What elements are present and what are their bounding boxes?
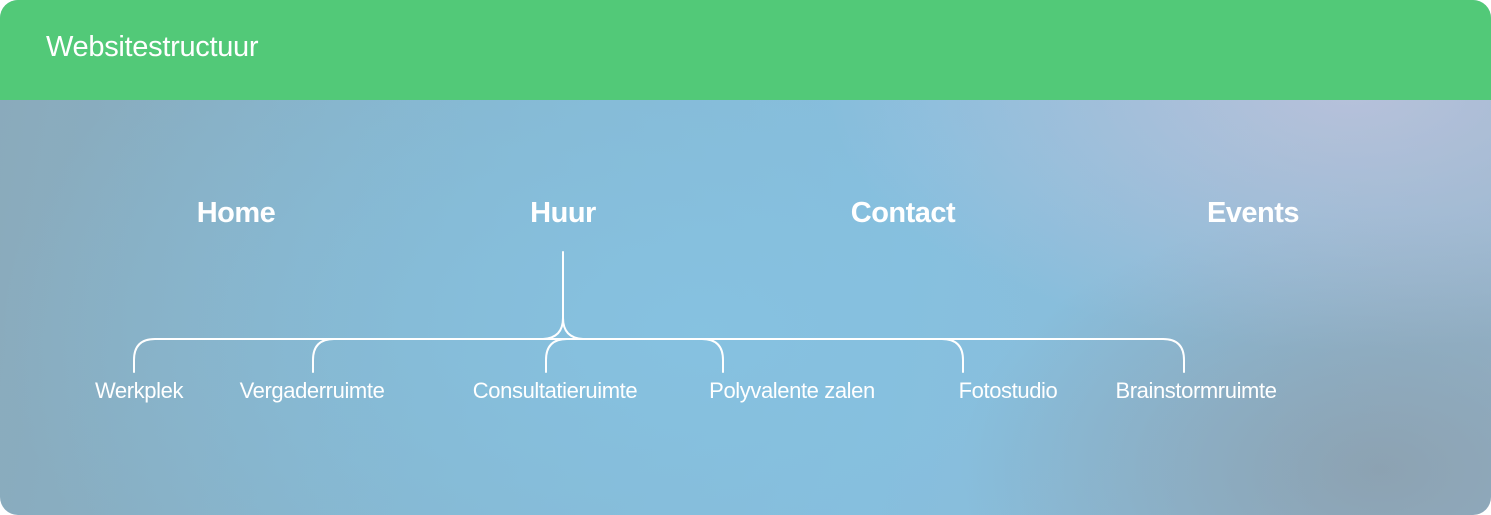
sub-item-fotostudio: Fotostudio xyxy=(958,378,1058,403)
sub-item-consultatieruimte: Consultatieruimte xyxy=(472,378,638,403)
nav-item-events: Events xyxy=(1206,197,1300,229)
connector-vergaderruimte xyxy=(312,338,335,373)
sub-item-vergaderruimte: Vergaderruimte xyxy=(239,378,385,403)
connector-werkplek xyxy=(133,338,156,373)
page-title: Websitestructuur xyxy=(46,31,259,63)
connector-consultatieruimte xyxy=(545,338,568,373)
connector-brainstormruimte xyxy=(1162,338,1185,373)
sub-item-polyvalente-zalen: Polyvalente zalen xyxy=(709,378,875,403)
sub-item-brainstormruimte: Brainstormruimte xyxy=(1115,378,1277,403)
connector-trunk xyxy=(542,251,584,340)
header-bar: Websitestructuur xyxy=(0,0,1491,100)
sub-item-werkplek: Werkplek xyxy=(94,378,184,403)
connector-polyvalente-zalen xyxy=(701,338,724,373)
nav-item-contact: Contact xyxy=(850,197,956,229)
nav-item-huur: Huur xyxy=(530,197,596,229)
nav-item-home: Home xyxy=(196,197,276,229)
connector-fotostudio xyxy=(941,338,964,373)
